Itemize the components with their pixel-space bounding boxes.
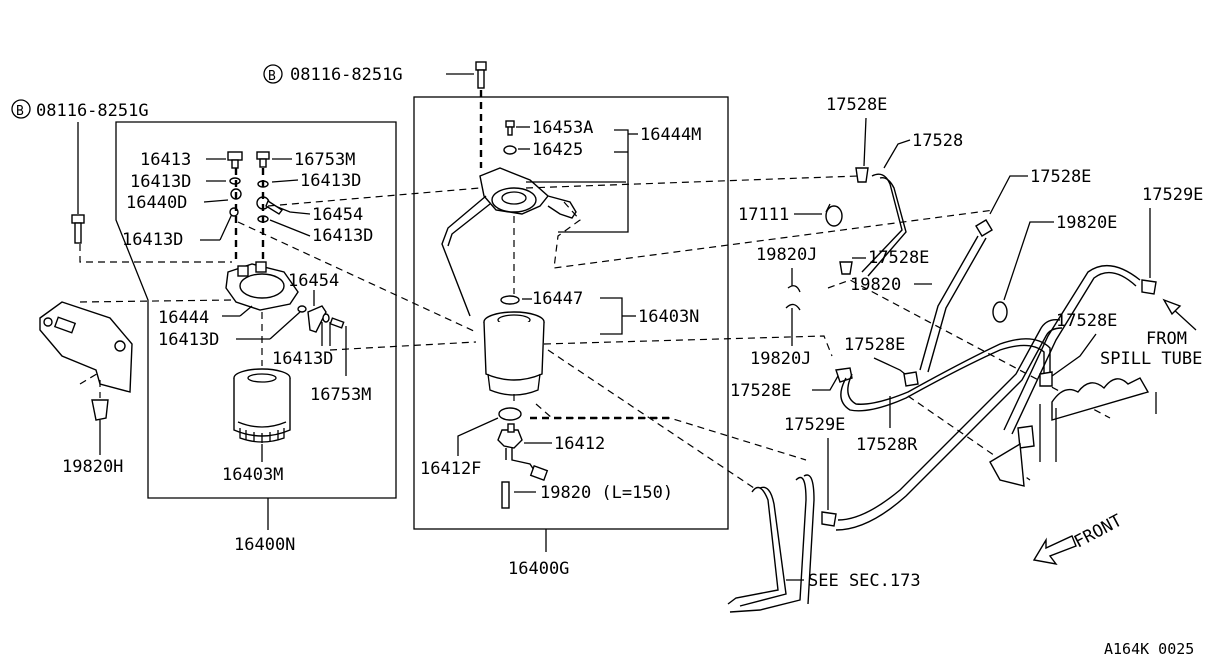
label-front: FRONT: [1071, 511, 1126, 553]
fitting-16454-b-icon: [307, 305, 327, 333]
clip-17528E-f-icon: [1039, 371, 1053, 387]
label-17528E-e: 17528E: [730, 381, 791, 401]
clamp-19820E-icon: [992, 301, 1008, 323]
filter-head-16444M-icon: [479, 167, 577, 219]
clip-17528E-e-icon: [835, 367, 853, 383]
label-16413: 16413: [140, 150, 191, 170]
clip-17528E-d-icon: [903, 371, 919, 387]
clip-17529E-b-icon: [821, 511, 837, 527]
label-16413D-e: 16413D: [158, 330, 219, 350]
clip-19820H-icon: [91, 399, 109, 421]
label-17529E-b: 17529E: [784, 415, 845, 435]
label-19820J-b: 19820J: [750, 349, 811, 369]
label-from-line1: FROM: [1146, 329, 1187, 349]
label-16403M: 16403M: [222, 465, 283, 485]
clip-17528E-b-icon: [975, 219, 993, 237]
label-16400G: 16400G: [508, 559, 569, 579]
filter-head-16444-icon: [225, 261, 299, 311]
clip-17529E-a-icon: [1141, 279, 1157, 295]
label-17528E-a: 17528E: [826, 95, 887, 115]
filter-16403N-icon: [483, 311, 545, 396]
label-from-line2: SPILL TUBE: [1100, 349, 1202, 369]
screw-16453A-icon: [505, 120, 515, 136]
label-16400N: 16400N: [234, 535, 295, 555]
screw-16413-icon: [227, 151, 243, 169]
bracket-icon: [39, 301, 133, 393]
label-bolt-top: 08116-8251G: [290, 65, 403, 85]
clip-17528E-c-icon: [839, 261, 853, 275]
label-16454-a: 16454: [312, 205, 363, 225]
label-16440D: 16440D: [126, 193, 187, 213]
label-16454-b: 16454: [288, 271, 339, 291]
label-17528R: 17528R: [856, 435, 918, 455]
label-16447: 16447: [532, 289, 583, 309]
drawing-code: A164K 0025: [1104, 640, 1194, 658]
label-17528: 17528: [912, 131, 963, 151]
screw-16753M-b-icon: [329, 317, 345, 329]
label-16753M-a: 16753M: [294, 150, 355, 170]
label-17528E-b: 17528E: [1030, 167, 1091, 187]
frame-16400N: [115, 121, 397, 499]
label-16753M-b: 16753M: [310, 385, 371, 405]
label-see-sec: SEE SEC.173: [808, 571, 921, 591]
label-17528E-c: 17528E: [868, 248, 929, 268]
bolt-left-group: B 08116-8251G: [11, 99, 232, 263]
label-16413D-a: 16413D: [130, 172, 191, 192]
clip-17528E-a-icon: [855, 167, 869, 183]
label-16444M: 16444M: [640, 125, 701, 145]
label-16413D-d: 16413D: [312, 226, 373, 246]
bolt-left-icon: [71, 214, 85, 244]
bolt-symbol-left: B: [16, 104, 24, 119]
sensor-16412-icon: [497, 423, 549, 481]
label-19820: 19820: [850, 275, 901, 295]
label-19820-L150: 19820 (L=150): [540, 483, 673, 503]
label-16413D-b: 16413D: [122, 230, 183, 250]
label-bolt-left: 08116-8251G: [36, 101, 149, 121]
label-16453A: 16453A: [532, 118, 593, 138]
hose-19820-L150-icon: [501, 481, 510, 509]
label-19820E: 19820E: [1056, 213, 1117, 233]
label-16425: 16425: [532, 140, 583, 160]
frame-16400G: [413, 96, 729, 530]
clamp-17111-icon: [825, 203, 843, 227]
label-16413D-f: 16413D: [272, 349, 333, 369]
spill-tube-icon: [989, 377, 1157, 487]
filter-16403M-icon: [233, 368, 291, 443]
label-19820J-a: 19820J: [756, 245, 817, 265]
label-16412: 16412: [554, 434, 605, 454]
label-17528E-d: 17528E: [844, 335, 905, 355]
label-16413D-c: 16413D: [300, 171, 361, 191]
arrow-from-spill-tube-icon: [1162, 298, 1197, 331]
fitting-16454-a-icon: [256, 196, 284, 215]
label-16444: 16444: [158, 308, 209, 328]
screw-16753M-a-icon: [256, 151, 270, 168]
label-16412F: 16412F: [420, 459, 481, 479]
label-17528E-f: 17528E: [1056, 311, 1117, 331]
label-16403N: 16403N: [638, 307, 699, 327]
bolt-symbol-top: B: [268, 69, 276, 84]
label-19820H: 19820H: [62, 457, 123, 477]
label-17529E-a: 17529E: [1142, 185, 1203, 205]
label-17111: 17111: [738, 205, 789, 225]
bolt-top-icon: [475, 61, 487, 89]
front-arrow-icon: [1032, 535, 1077, 566]
